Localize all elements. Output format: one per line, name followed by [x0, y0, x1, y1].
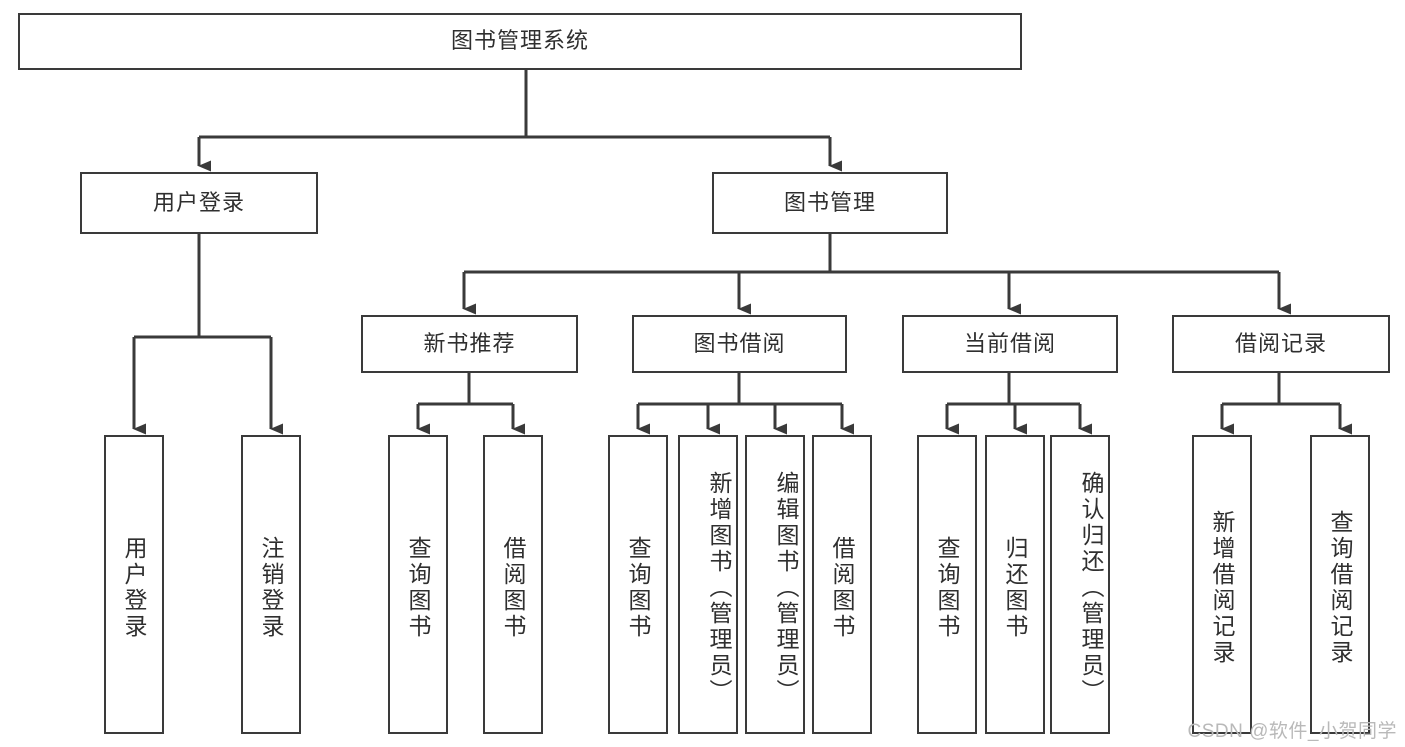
node-label: 查询借阅记录: [1327, 509, 1353, 666]
node-label: 用户登录: [152, 189, 245, 215]
node-label: 借阅图书: [500, 535, 526, 640]
leaves-node[interactable]: 查询图书: [608, 435, 668, 734]
level2-node[interactable]: 图书管理: [712, 172, 948, 234]
node-label: 用户登录: [121, 535, 147, 640]
node-label: 借阅图书: [829, 535, 855, 640]
leaves-node[interactable]: 查询图书: [917, 435, 977, 734]
leaves-node[interactable]: 新增图书（管理员）: [678, 435, 738, 734]
node-label: 借阅记录: [1234, 330, 1327, 356]
leaves-node[interactable]: 用户登录: [104, 435, 164, 734]
leaves-node[interactable]: 确认归还（管理员）: [1050, 435, 1110, 734]
node-label: 新增图书（管理员）: [706, 470, 732, 705]
leaves-node[interactable]: 编辑图书（管理员）: [745, 435, 805, 734]
node-label: 注销登录: [258, 535, 284, 640]
root-node[interactable]: 图书管理系统: [18, 13, 1022, 70]
level2-node[interactable]: 用户登录: [80, 172, 318, 234]
node-label: 编辑图书（管理员）: [773, 470, 799, 705]
leaves-node[interactable]: 注销登录: [241, 435, 301, 734]
node-label: 新书推荐: [423, 330, 516, 356]
watermark-text: CSDN @软件_小贺同学: [1187, 721, 1397, 742]
level3-node[interactable]: 当前借阅: [902, 315, 1118, 373]
node-label: 图书借阅: [693, 330, 786, 356]
leaves-node[interactable]: 借阅图书: [483, 435, 543, 734]
level3-node[interactable]: 图书借阅: [632, 315, 847, 373]
level3-node[interactable]: 新书推荐: [361, 315, 578, 373]
node-label: 图书管理系统: [450, 28, 589, 54]
leaves-node[interactable]: 查询借阅记录: [1310, 435, 1370, 734]
tree-edges: [132, 70, 1352, 435]
node-label: 查询图书: [625, 535, 651, 640]
leaves-node[interactable]: 借阅图书: [812, 435, 872, 734]
node-label: 查询图书: [405, 535, 431, 640]
node-label: 图书管理: [783, 189, 876, 215]
leaves-node[interactable]: 归还图书: [985, 435, 1045, 734]
level3-node[interactable]: 借阅记录: [1172, 315, 1390, 373]
node-label: 确认归还（管理员）: [1078, 470, 1104, 705]
leaves-node[interactable]: 新增借阅记录: [1192, 435, 1252, 734]
node-label: 新增借阅记录: [1209, 509, 1235, 666]
node-label: 归还图书: [1002, 535, 1028, 640]
node-label: 查询图书: [934, 535, 960, 640]
leaves-node[interactable]: 查询图书: [388, 435, 448, 734]
node-label: 当前借阅: [963, 330, 1056, 356]
